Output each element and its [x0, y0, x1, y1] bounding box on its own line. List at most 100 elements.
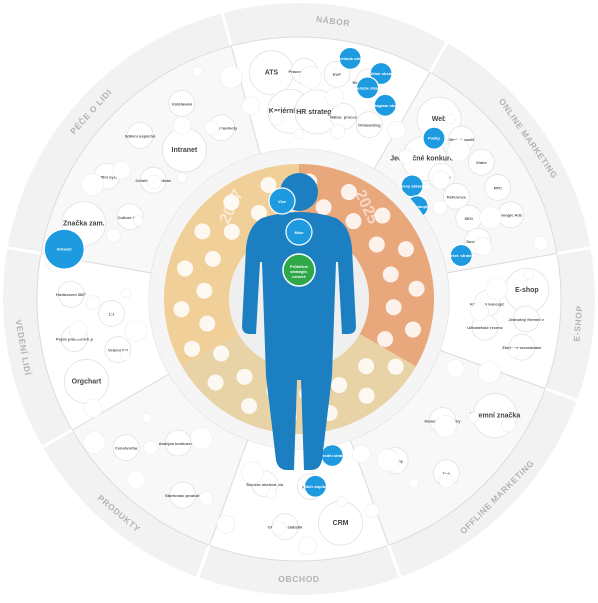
quadrant-dot [199, 315, 216, 332]
quadrant-dot [260, 177, 277, 194]
highlight-bubble[interactable] [449, 243, 473, 268]
highlight-label: Podky [428, 136, 441, 141]
bubble-label: Tisk [442, 471, 451, 476]
quadrant-dot [368, 236, 385, 253]
quadrant-dot [340, 184, 357, 201]
bubble [376, 448, 400, 472]
bubble[interactable] [355, 111, 383, 139]
bubble-label: Cenotvorba [115, 446, 138, 451]
person-figure: Vize Mise Průběžné strategie, cenové [242, 173, 356, 470]
bubble[interactable] [169, 481, 197, 509]
bubble [485, 277, 509, 300]
highlight-label: Cílení skupin [405, 204, 430, 209]
bubble[interactable] [484, 174, 512, 201]
highlight-label: Persony zákazníka [394, 183, 430, 188]
bubble [124, 319, 148, 342]
bubble [478, 360, 501, 384]
results-quadrant-2 [182, 334, 416, 434]
bubble [176, 172, 187, 183]
highlight-bubble[interactable] [43, 228, 85, 270]
quadrant-dot [377, 331, 394, 348]
bubble [298, 536, 317, 556]
bubble [241, 461, 264, 485]
bubble-label: CRM [333, 520, 349, 527]
bubble [68, 320, 88, 340]
bubble [387, 120, 406, 140]
strategy-label-3: cenové [292, 274, 307, 279]
bubble [120, 287, 132, 299]
bubble [172, 116, 192, 136]
bubble-label: Kariérní web [269, 108, 311, 115]
bubble [523, 269, 535, 281]
bubble-label: Intranet [172, 147, 198, 154]
bubble [83, 399, 103, 418]
highlight-label: Facebook obsah [334, 56, 366, 61]
bubble [112, 160, 132, 180]
sector-divider [556, 246, 591, 255]
bubble-label: Vedení lidí [108, 348, 129, 353]
strategy-label-1: Průběžné [290, 264, 309, 269]
quadrant-dot [194, 223, 211, 240]
bubble [147, 174, 162, 190]
bubble[interactable] [98, 300, 125, 327]
bubble-label: Zbožové srovnávače [502, 345, 542, 350]
bubble-label: Analýza konkurence [159, 441, 198, 446]
bubble [293, 128, 305, 140]
bubble [204, 120, 220, 136]
bubble[interactable] [57, 280, 85, 308]
quadrant-dot [177, 260, 194, 277]
highlight-bubble[interactable] [356, 76, 380, 100]
quadrant-dot [385, 299, 402, 316]
bubble[interactable] [467, 148, 495, 176]
sector-divider [387, 544, 402, 578]
quadrant-dot [387, 358, 404, 375]
quadrant-dot [213, 345, 230, 362]
sector-label: NÁBOR [316, 14, 351, 28]
vize-label: Vize [278, 199, 287, 204]
bubble[interactable] [126, 122, 154, 149]
bubble-label: SEO [464, 216, 472, 221]
mise-bubble[interactable] [285, 218, 313, 246]
bubble-label: Uživatelské recenz [467, 325, 503, 330]
bubble[interactable] [112, 434, 140, 461]
bubble [431, 170, 451, 190]
bubble [127, 470, 146, 489]
bubble [190, 426, 213, 450]
highlight-bubble[interactable] [369, 61, 393, 86]
bubble [81, 173, 104, 196]
bubble [398, 149, 414, 165]
bubble-label: EVP [333, 72, 341, 77]
quadrant-dot [207, 374, 224, 391]
highlight-label: Intranet [57, 247, 72, 252]
bubble-label: Sdílení úspěchů [125, 134, 156, 139]
bubble-label: Firemní značka [470, 413, 521, 420]
bubble [141, 412, 153, 424]
bubble [434, 414, 457, 438]
highlight-bubble[interactable] [338, 46, 362, 70]
quadrant-dot [408, 280, 425, 297]
bubble [479, 206, 502, 230]
vize-bubble[interactable] [268, 187, 296, 215]
highlight-bubble[interactable] [303, 474, 327, 498]
bubble [468, 411, 480, 423]
highlight-bubble[interactable] [422, 126, 446, 150]
bubble-label: Značka zam. [63, 221, 105, 228]
quadrant-dot [397, 241, 414, 258]
bubble[interactable] [164, 429, 192, 457]
highlight-bubble[interactable] [373, 93, 397, 117]
quadrant-dot [204, 250, 221, 267]
bubble-label: Onboarding [358, 123, 381, 128]
bubble [85, 295, 101, 310]
quadrant-dot [345, 213, 362, 230]
sector-divider [7, 246, 42, 255]
sector-label: OBCHOD [278, 574, 319, 584]
bubble[interactable] [443, 182, 470, 210]
strategy-bubble[interactable] [282, 253, 316, 287]
figure-body [242, 212, 356, 470]
quadrant-dot [358, 358, 375, 375]
bubble [336, 496, 348, 507]
bubble [444, 113, 456, 125]
bubble[interactable] [512, 305, 540, 333]
bubble [470, 302, 489, 321]
